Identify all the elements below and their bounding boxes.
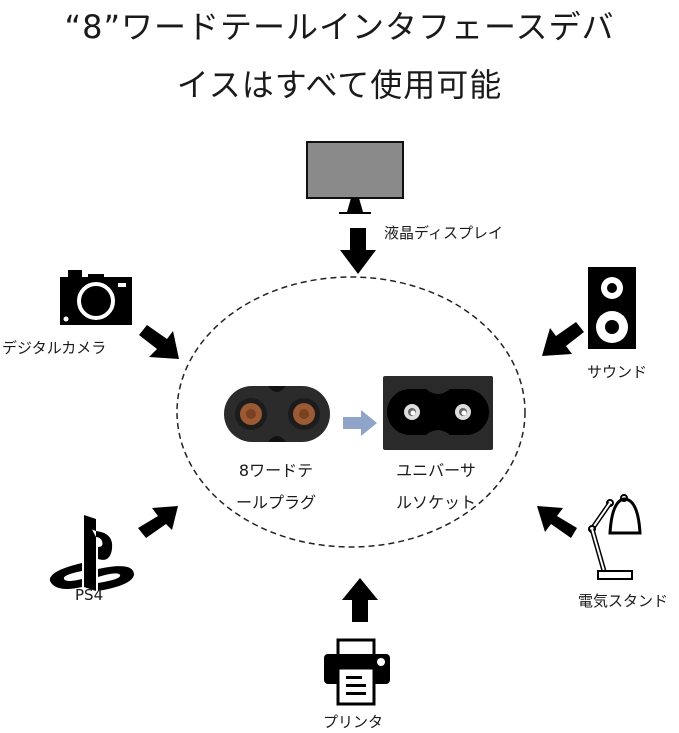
title-line-2: イスはすべて使用可能: [176, 66, 503, 104]
ps4-label: PS4: [75, 586, 104, 604]
title-line-1: “8”ワードテールインタフェースデバ: [64, 8, 615, 46]
down-arrow-icon: [340, 228, 376, 274]
plug-label-line-1: 8ワードテ: [238, 461, 314, 480]
arrow-ps4-icon: [138, 506, 178, 538]
plug-label-line-2: ールプラグ: [235, 493, 316, 512]
printer-label: プリンタ: [323, 713, 384, 731]
plug-label: 8ワードテ ールプラグ: [226, 455, 326, 519]
right-arrow-icon: [343, 410, 377, 436]
camera-icon: [60, 270, 132, 325]
speaker-icon: [588, 267, 636, 349]
arrow-lamp-icon: [537, 506, 577, 538]
sound-label: サウンド: [587, 363, 648, 381]
desk-lamp-icon: [588, 494, 642, 580]
c8-socket-icon: [383, 376, 493, 450]
printer-icon: [324, 638, 390, 706]
playstation-icon: [49, 515, 134, 591]
lamp-label: 電気スタンド: [578, 592, 669, 610]
socket-label-line-1: ユニバーサ: [396, 461, 476, 480]
arrow-sound-icon: [542, 322, 584, 356]
camera-label: デジタルカメラ: [2, 339, 107, 357]
up-arrow-icon: [342, 578, 378, 622]
figure-8-plug-icon: [224, 386, 330, 442]
arrow-camera-icon: [139, 325, 179, 359]
socket-label: ユニバーサ ルソケット: [384, 455, 488, 519]
display-label: 液晶ディスプレイ: [384, 224, 503, 242]
socket-label-line-2: ルソケット: [395, 493, 476, 512]
monitor-icon: [306, 141, 404, 214]
